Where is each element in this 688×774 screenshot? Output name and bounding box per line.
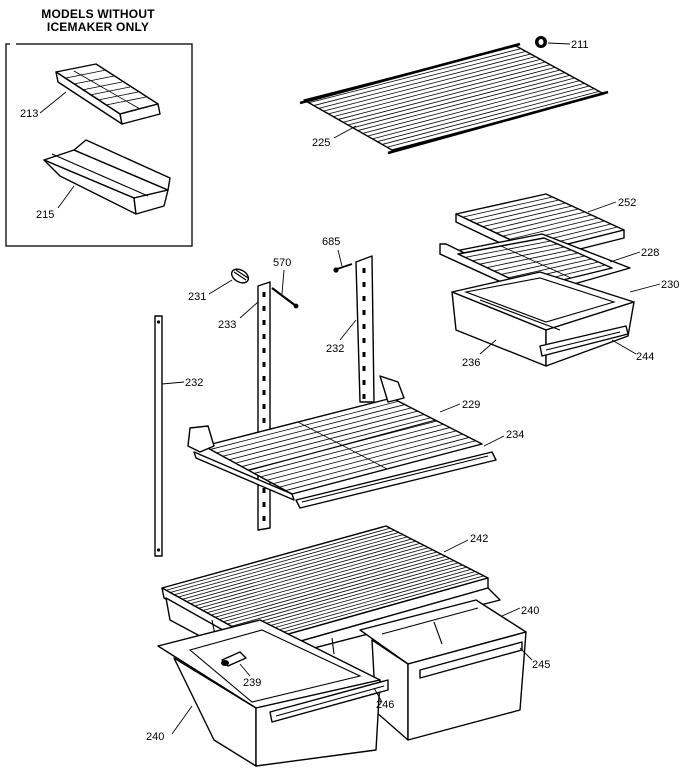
label-245: 245 <box>532 659 550 671</box>
label-234: 234 <box>506 429 524 441</box>
label-233: 233 <box>218 319 236 331</box>
screw-570[interactable]: 570 <box>271 257 299 309</box>
label-236: 236 <box>462 357 480 369</box>
roller-239[interactable]: 239 <box>221 651 261 689</box>
crisper-drawer-240-right[interactable]: 240 245 <box>359 599 550 741</box>
label-229: 229 <box>462 399 480 411</box>
label-240-left: 240 <box>146 731 164 743</box>
rail-232-left[interactable]: 232 <box>154 315 203 557</box>
label-239: 239 <box>243 677 261 689</box>
cantilever-shelf-229[interactable]: 229 <box>187 375 483 501</box>
label-211: 211 <box>571 39 589 51</box>
shelf-cap-211[interactable]: 211 <box>535 36 589 51</box>
label-228: 228 <box>641 247 659 259</box>
cam-231[interactable]: 231 <box>188 266 251 303</box>
label-230: 230 <box>661 279 679 291</box>
label-215: 215 <box>36 209 54 221</box>
label-685: 685 <box>322 236 340 248</box>
crisper-shelf-242[interactable]: 242 <box>161 525 489 653</box>
ladder-232-right[interactable]: 232 <box>326 255 375 403</box>
label-242: 242 <box>470 533 488 545</box>
label-213: 213 <box>20 108 38 120</box>
ladder-233[interactable]: 233 <box>218 281 271 531</box>
inset-title-line2: ICEMAKER ONLY <box>46 20 150 34</box>
label-252: 252 <box>618 197 636 209</box>
crisper-drawer-240-left[interactable]: 240 246 <box>146 619 394 767</box>
label-231: 231 <box>188 291 206 303</box>
label-246: 246 <box>376 699 394 711</box>
ice-bucket-215[interactable]: 215 <box>36 139 171 221</box>
screw-685[interactable]: 685 <box>322 236 353 273</box>
label-244: 244 <box>636 351 654 363</box>
label-240-right: 240 <box>521 605 539 617</box>
inset-box <box>5 42 193 247</box>
handle-244[interactable]: 244 <box>539 325 654 363</box>
ice-tray-213[interactable]: 213 <box>20 63 161 125</box>
inset-title: MODELS WITHOUT ICEMAKER ONLY <box>14 8 182 34</box>
label-570: 570 <box>273 257 291 269</box>
inset-title-line1: MODELS WITHOUT <box>41 7 155 21</box>
trim-234[interactable]: 234 <box>295 429 524 509</box>
label-232-right: 232 <box>326 343 344 355</box>
label-232-left: 232 <box>185 377 203 389</box>
wire-shelf-225[interactable]: 225 <box>299 42 609 155</box>
label-225: 225 <box>312 137 330 149</box>
